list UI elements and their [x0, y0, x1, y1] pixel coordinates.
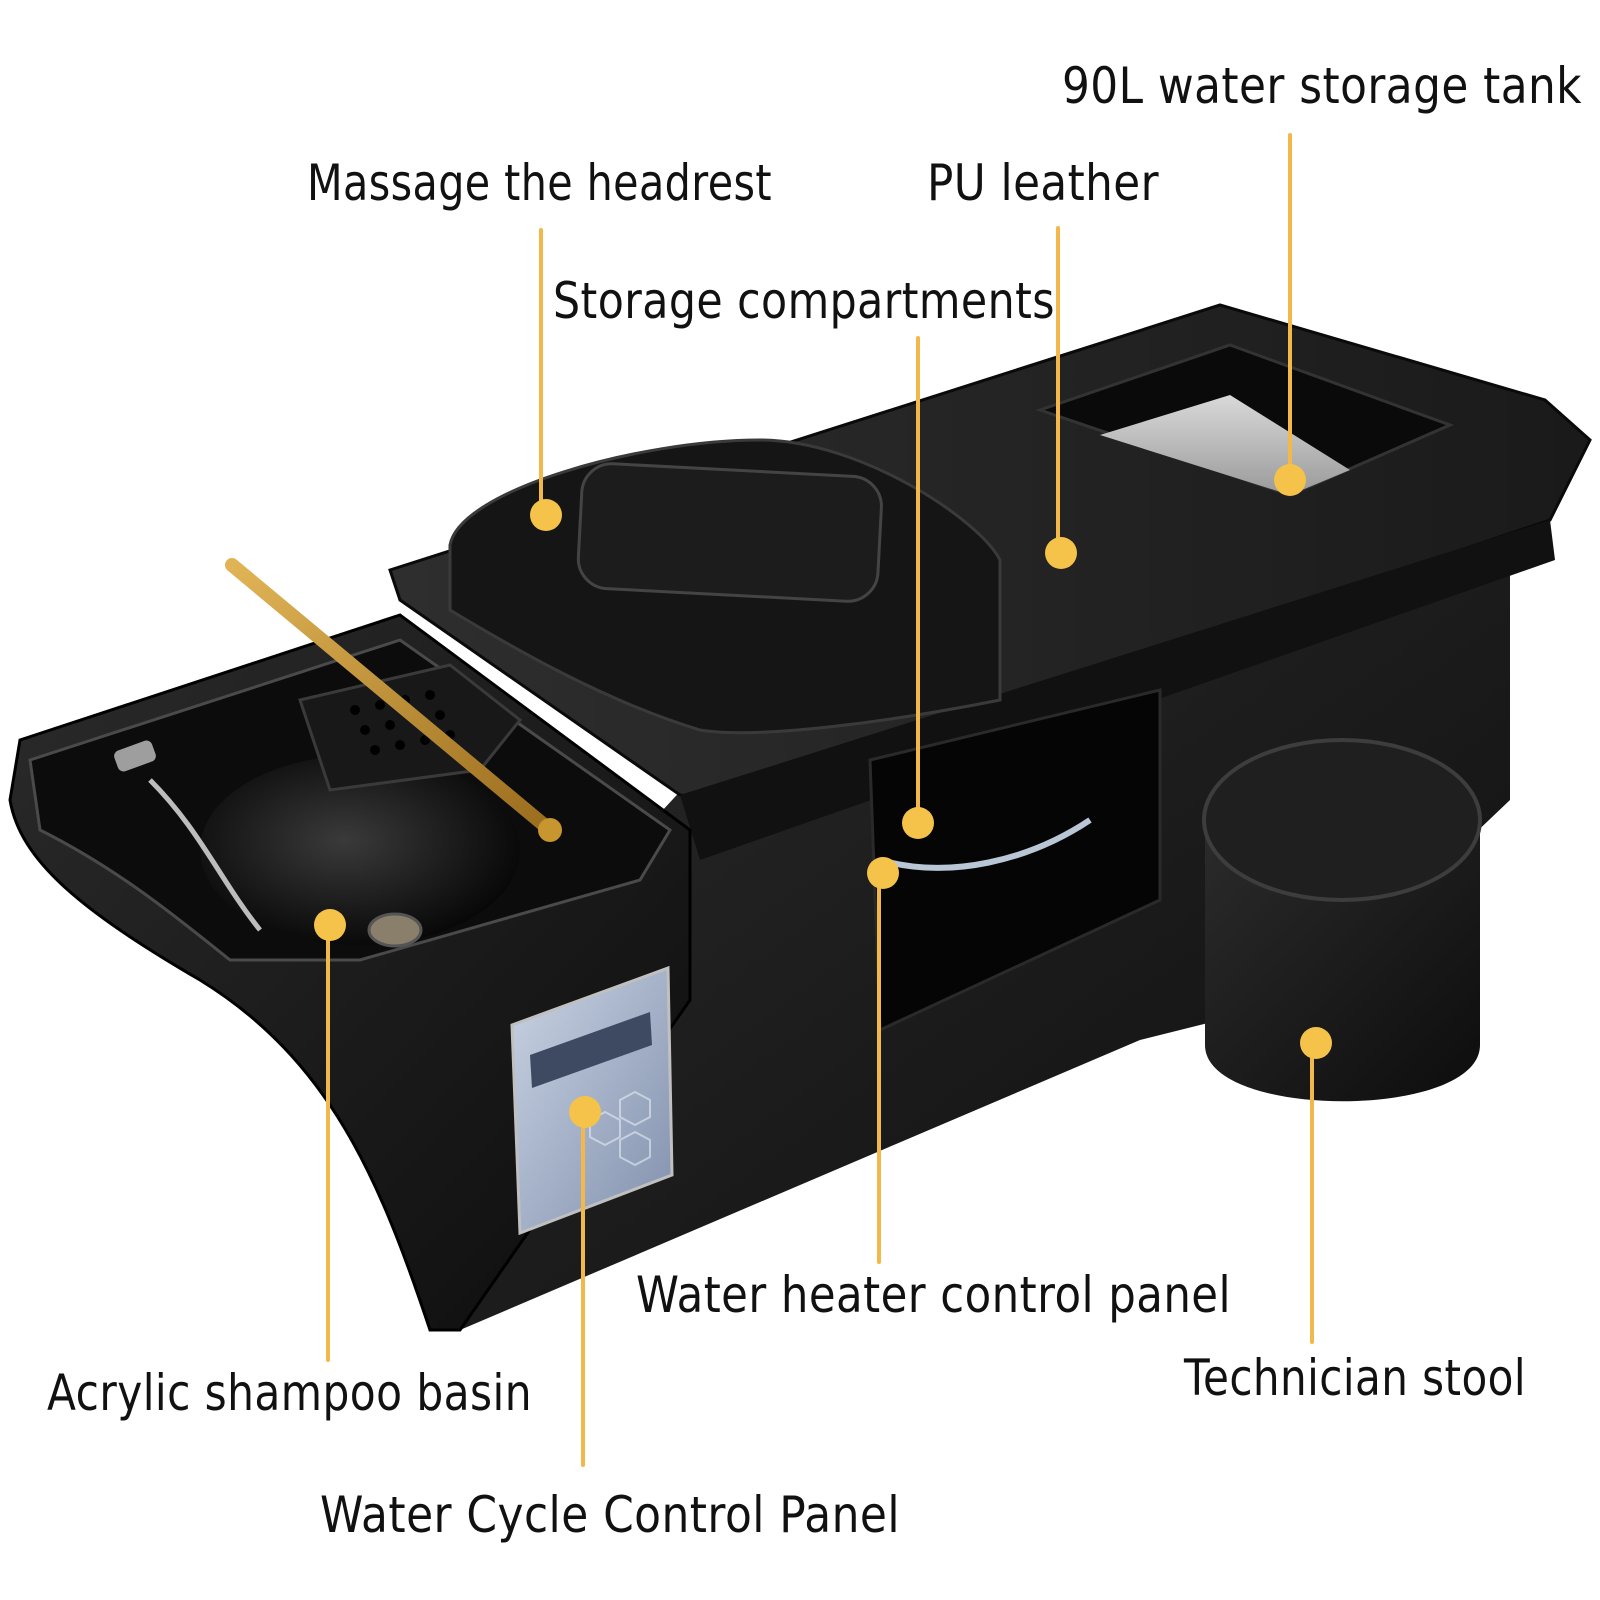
- control-panel-hex-pattern: [589, 1090, 651, 1167]
- label-storage-compartments: Storage compartments: [553, 272, 1055, 330]
- dot-water-cycle: [569, 1096, 601, 1128]
- label-water-cycle-control-panel: Water Cycle Control Panel: [320, 1486, 900, 1544]
- label-pu-leather: PU leather: [927, 154, 1159, 212]
- dot-water-storage-tank: [1274, 464, 1306, 496]
- dot-storage-compartments: [902, 807, 934, 839]
- faucet-rod: [225, 558, 557, 837]
- dot-shampoo-basin: [314, 909, 346, 941]
- callout-labels: 90L water storage tank Massage the headr…: [47, 57, 1582, 1544]
- label-water-storage-tank: 90L water storage tank: [1062, 57, 1582, 115]
- acrylic-basin: [200, 755, 520, 945]
- basin-drain: [367, 912, 423, 948]
- storage-hose: [879, 817, 1092, 871]
- label-water-heater-control-panel: Water heater control panel: [636, 1266, 1231, 1324]
- label-acrylic-shampoo-basin: Acrylic shampoo basin: [47, 1364, 532, 1422]
- spray-hose: [148, 778, 262, 932]
- neck-pillow: [576, 462, 883, 603]
- dot-massage-headrest: [530, 499, 562, 531]
- control-panel-display: [530, 1012, 652, 1088]
- dot-technician-stool: [1300, 1027, 1332, 1059]
- label-massage-headrest: Massage the headrest: [307, 154, 772, 212]
- leader-lines: [326, 133, 1314, 1467]
- dot-pu-leather: [1045, 537, 1077, 569]
- storage-compartment: [868, 688, 1162, 1033]
- label-technician-stool: Technician stool: [1183, 1349, 1526, 1407]
- technician-stool: [1202, 738, 1482, 1102]
- neck-rest-holes: [350, 690, 455, 755]
- dot-water-heater: [867, 857, 899, 889]
- faucet-tip: [538, 818, 562, 842]
- shampoo-bed: [8, 303, 1592, 1332]
- spray-handle: [114, 740, 156, 772]
- callout-dots: [314, 464, 1332, 1128]
